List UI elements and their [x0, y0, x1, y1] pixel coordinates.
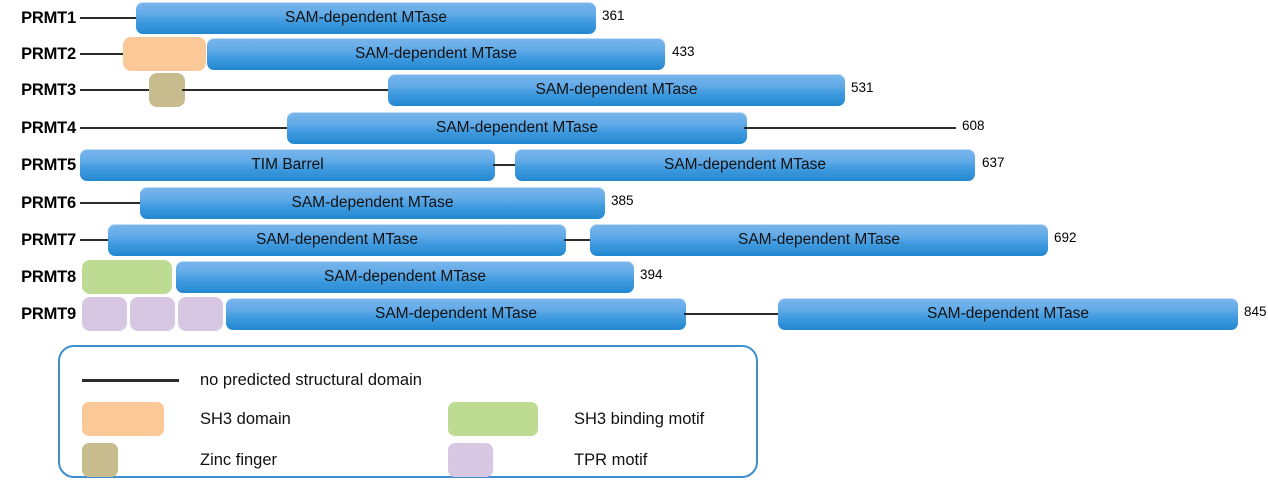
domain-label: SAM-dependent MTase	[324, 268, 486, 285]
legend-swatch-tpr-icon	[448, 443, 493, 477]
backbone-line	[80, 88, 152, 91]
protein-row-prmt1: PRMT1 SAM-dependent MTase 361	[0, 0, 1268, 36]
protein-name-prmt7: PRMT7	[21, 231, 76, 249]
protein-row-prmt5: PRMT5 TIM Barrel SAM-dependent MTase 637	[0, 147, 1268, 183]
protein-row-prmt8: PRMT8 SAM-dependent MTase 394	[0, 259, 1268, 295]
protein-row-prmt9: PRMT9 SAM-dependent MTase SAM-dependent …	[0, 296, 1268, 332]
protein-row-prmt2: PRMT2 SAM-dependent MTase 433	[0, 36, 1268, 72]
legend-label: no predicted structural domain	[200, 371, 422, 389]
domain-label: SAM-dependent MTase	[285, 9, 447, 26]
protein-name-prmt8: PRMT8	[21, 268, 76, 286]
domain-sh3[interactable]	[123, 37, 206, 71]
domain-mtase[interactable]: SAM-dependent MTase	[136, 2, 596, 34]
length-label-prmt9: 845	[1244, 304, 1267, 319]
domain-tpr-motif[interactable]	[82, 297, 127, 331]
domain-mtase[interactable]: SAM-dependent MTase	[287, 112, 747, 144]
backbone-line	[80, 126, 290, 129]
domain-label: SAM-dependent MTase	[291, 194, 454, 211]
domain-mtase[interactable]: SAM-dependent MTase	[207, 38, 665, 70]
backbone-line	[80, 238, 112, 241]
legend-swatch-line-icon	[82, 379, 179, 382]
protein-name-prmt4: PRMT4	[21, 119, 76, 137]
legend-swatch-sh3-binding-icon	[448, 402, 538, 436]
domain-mtase[interactable]: SAM-dependent MTase	[176, 261, 634, 293]
length-label-prmt3: 531	[851, 80, 874, 95]
domain-tim-barrel[interactable]: TIM Barrel	[80, 149, 495, 181]
domain-mtase[interactable]: SAM-dependent MTase	[778, 298, 1238, 330]
domain-mtase[interactable]: SAM-dependent MTase	[226, 298, 686, 330]
legend: no predicted structural domain SH3 domai…	[58, 345, 758, 478]
backbone-line	[684, 312, 780, 315]
domain-label: SAM-dependent MTase	[535, 81, 698, 98]
domain-mtase[interactable]: SAM-dependent MTase	[140, 187, 605, 219]
length-label-prmt2: 433	[672, 44, 695, 59]
legend-label: SH3 domain	[200, 410, 291, 428]
domain-label: SAM-dependent MTase	[436, 119, 598, 136]
length-label-prmt5: 637	[982, 155, 1005, 170]
domain-label: SAM-dependent MTase	[738, 231, 900, 248]
length-label-prmt1: 361	[602, 8, 625, 23]
protein-row-prmt3: PRMT3 SAM-dependent MTase 531	[0, 72, 1268, 108]
protein-name-prmt2: PRMT2	[21, 45, 76, 63]
protein-name-prmt6: PRMT6	[21, 194, 76, 212]
domain-zinc-finger[interactable]	[149, 73, 185, 107]
domain-label: SAM-dependent MTase	[375, 305, 537, 322]
legend-label: TPR motif	[574, 451, 648, 469]
backbone-line	[744, 126, 956, 129]
protein-name-prmt5: PRMT5	[21, 156, 76, 174]
backbone-line	[493, 163, 517, 166]
domain-mtase[interactable]: SAM-dependent MTase	[515, 149, 975, 181]
protein-row-prmt6: PRMT6 SAM-dependent MTase 385	[0, 185, 1268, 221]
domain-label: TIM Barrel	[251, 156, 324, 173]
length-label-prmt4: 608	[962, 118, 985, 133]
length-label-prmt6: 385	[611, 193, 634, 208]
legend-label: SH3 binding motif	[574, 410, 705, 428]
legend-swatch-zinc-icon	[82, 443, 118, 477]
domain-tpr-motif[interactable]	[130, 297, 175, 331]
length-label-prmt8: 394	[640, 267, 663, 282]
domain-mtase[interactable]: SAM-dependent MTase	[388, 74, 845, 106]
protein-row-prmt4: PRMT4 SAM-dependent MTase 608	[0, 110, 1268, 146]
domain-label: SAM-dependent MTase	[355, 45, 517, 62]
domain-mtase[interactable]: SAM-dependent MTase	[108, 224, 566, 256]
legend-label: Zinc finger	[200, 451, 278, 469]
domain-mtase[interactable]: SAM-dependent MTase	[590, 224, 1048, 256]
backbone-line	[80, 201, 142, 204]
protein-name-prmt1: PRMT1	[21, 9, 76, 27]
domain-label: SAM-dependent MTase	[664, 156, 826, 173]
backbone-line	[182, 88, 390, 91]
protein-name-prmt3: PRMT3	[21, 81, 76, 99]
domain-tpr-motif[interactable]	[178, 297, 223, 331]
protein-row-prmt7: PRMT7 SAM-dependent MTase SAM-dependent …	[0, 222, 1268, 258]
legend-swatch-sh3-icon	[82, 402, 164, 436]
length-label-prmt7: 692	[1054, 230, 1077, 245]
domain-label: SAM-dependent MTase	[256, 231, 418, 248]
backbone-line	[80, 16, 138, 19]
domain-sh3-binding-motif[interactable]	[82, 260, 172, 294]
backbone-line	[80, 52, 126, 55]
domain-label: SAM-dependent MTase	[927, 305, 1089, 322]
protein-name-prmt9: PRMT9	[21, 305, 76, 323]
backbone-line	[564, 238, 592, 241]
